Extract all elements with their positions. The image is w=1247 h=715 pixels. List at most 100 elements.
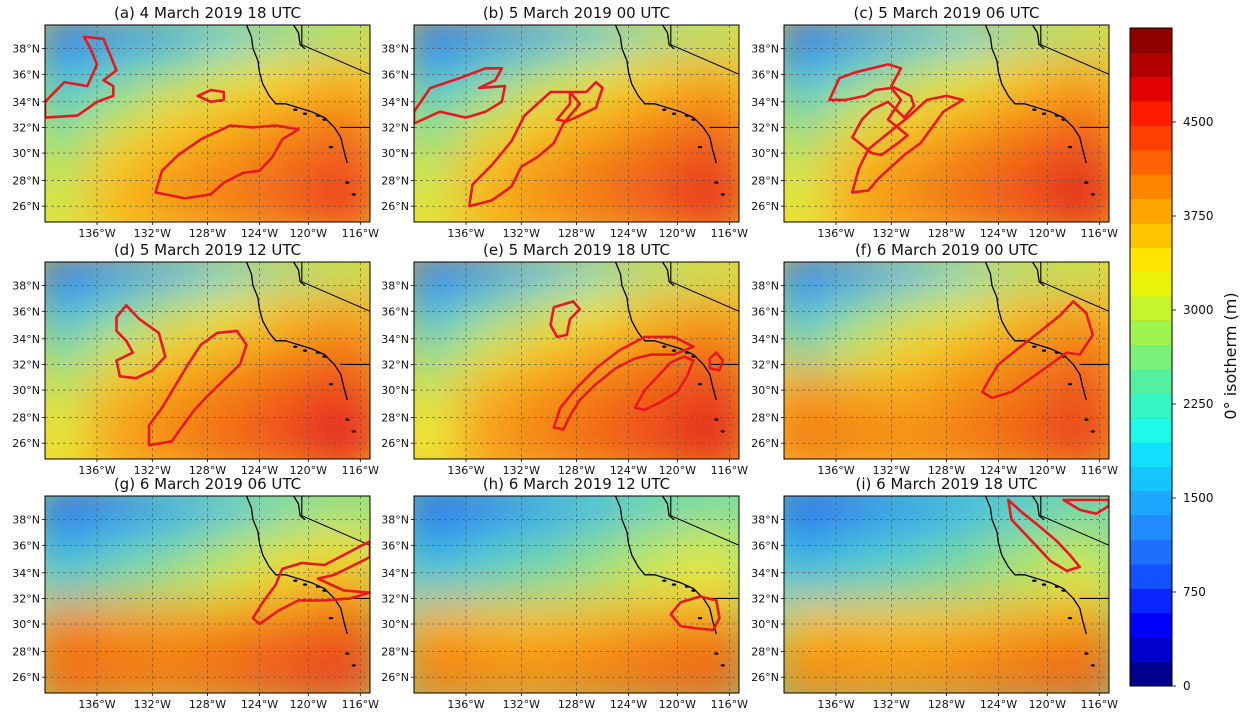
coastline bbox=[662, 25, 675, 50]
lon-tick-label: 132°W bbox=[503, 698, 540, 711]
lat-tick-label: 30°N bbox=[751, 384, 779, 397]
lat-tick-label: 34°N bbox=[381, 333, 409, 346]
lat-tick-label: 28°N bbox=[381, 412, 409, 425]
lon-tick-label: 120°W bbox=[290, 464, 327, 477]
lat-tick-label: 34°N bbox=[12, 333, 40, 346]
colorbar-segment bbox=[1130, 539, 1172, 565]
coastline bbox=[662, 496, 675, 521]
island bbox=[720, 430, 725, 433]
lon-tick-label: 128°W bbox=[558, 698, 595, 711]
lon-tick-label: 120°W bbox=[659, 698, 696, 711]
lat-tick-label: 32°N bbox=[381, 358, 409, 371]
lon-tick-label: 128°W bbox=[189, 227, 226, 240]
lat-tick-label: 28°N bbox=[751, 646, 779, 659]
lat-tick-label: 28°N bbox=[12, 412, 40, 425]
island bbox=[328, 616, 334, 620]
map-panels: (a) 4 March 2019 18 UTC 38°N 36°N 34°N 32°N 3… bbox=[12, 4, 1118, 711]
island bbox=[697, 145, 703, 149]
lon-tick-label: 120°W bbox=[290, 227, 327, 240]
island bbox=[1054, 351, 1060, 354]
lon-tick-label: 124°W bbox=[610, 698, 647, 711]
lon-tick-label: 116°W bbox=[342, 698, 379, 711]
island bbox=[302, 349, 308, 352]
isotherm-contour bbox=[154, 124, 300, 200]
isotherm-contour bbox=[555, 80, 604, 123]
lon-tick-label: 132°W bbox=[873, 227, 910, 240]
lat-tick-label: 26°N bbox=[12, 671, 40, 684]
colorbar-segment bbox=[1130, 28, 1172, 53]
lat-tick-label: 38°N bbox=[12, 514, 40, 527]
lat-tick-label: 28°N bbox=[12, 646, 40, 659]
colorbar-segment bbox=[1130, 466, 1172, 492]
island bbox=[1090, 664, 1096, 667]
lat-tick-label: 32°N bbox=[751, 592, 779, 605]
lat-tick-label: 36°N bbox=[381, 68, 409, 81]
lon-tick-label: 136°W bbox=[447, 698, 484, 711]
lat-tick-label: 34°N bbox=[751, 333, 779, 346]
map-field bbox=[414, 496, 739, 693]
lat-tick-label: 38°N bbox=[381, 280, 409, 293]
coastline bbox=[984, 262, 1087, 401]
island bbox=[351, 664, 356, 667]
lon-tick-label: 120°W bbox=[1029, 227, 1066, 240]
map-field bbox=[414, 262, 739, 459]
colorbar-title: 0° isotherm (m) bbox=[1221, 292, 1240, 419]
lat-tick-label: 38°N bbox=[381, 43, 409, 56]
island bbox=[684, 351, 690, 354]
island bbox=[1032, 108, 1037, 111]
lat-tick-label: 30°N bbox=[12, 618, 40, 631]
isotherm-contour bbox=[980, 300, 1095, 400]
island bbox=[1041, 112, 1047, 115]
lat-tick-label: 30°N bbox=[381, 384, 409, 397]
colorbar-segment bbox=[1130, 637, 1172, 663]
map-panel: (e) 5 March 2019 18 UTC38°N36°N34°N32°N3… bbox=[381, 241, 748, 477]
gridlines bbox=[784, 496, 1109, 693]
colorbar-segment bbox=[1130, 174, 1172, 199]
island bbox=[1067, 382, 1073, 386]
island bbox=[315, 585, 321, 588]
lon-tick-label: 120°W bbox=[1029, 464, 1066, 477]
island bbox=[684, 585, 690, 588]
lat-tick-label: 32°N bbox=[12, 358, 40, 371]
coastline bbox=[1032, 25, 1045, 50]
lon-tick-label: 128°W bbox=[928, 227, 965, 240]
colorbar-segment bbox=[1130, 442, 1172, 468]
colorbar-segment bbox=[1130, 491, 1172, 516]
island bbox=[302, 583, 308, 586]
lat-tick-label: 34°N bbox=[381, 567, 409, 580]
lat-tick-label: 30°N bbox=[12, 384, 40, 397]
island bbox=[697, 616, 703, 620]
lon-tick-label: 136°W bbox=[817, 227, 854, 240]
lon-tick-label: 136°W bbox=[817, 464, 854, 477]
island bbox=[1084, 652, 1089, 655]
lat-tick-label: 32°N bbox=[12, 592, 40, 605]
lat-tick-label: 34°N bbox=[381, 96, 409, 109]
panel-title: (a) 4 March 2019 18 UTC bbox=[114, 4, 301, 22]
colorbar-segment bbox=[1130, 125, 1172, 151]
isotherm-contour bbox=[196, 88, 226, 104]
map-field bbox=[784, 496, 1109, 693]
colorbar-segment bbox=[1130, 52, 1172, 78]
lat-tick-label: 38°N bbox=[751, 514, 779, 527]
lon-tick-label: 132°W bbox=[503, 464, 540, 477]
lat-tick-label: 36°N bbox=[751, 539, 779, 552]
lon-tick-label: 136°W bbox=[817, 698, 854, 711]
island bbox=[328, 145, 334, 149]
lon-tick-label: 124°W bbox=[980, 464, 1017, 477]
gridlines bbox=[784, 262, 1109, 459]
lon-tick-label: 116°W bbox=[1081, 464, 1118, 477]
island bbox=[293, 108, 298, 111]
colorbar-segment bbox=[1130, 198, 1172, 224]
lat-tick-label: 32°N bbox=[751, 358, 779, 371]
lon-tick-label: 132°W bbox=[134, 698, 171, 711]
lat-tick-label: 32°N bbox=[12, 121, 40, 134]
map-field bbox=[45, 262, 370, 459]
island bbox=[714, 418, 719, 421]
island bbox=[671, 583, 677, 586]
island bbox=[714, 181, 719, 184]
lon-tick-label: 116°W bbox=[342, 227, 379, 240]
isotherm-contour bbox=[708, 351, 725, 372]
colorbar-segment bbox=[1130, 515, 1172, 541]
colorbar-segment bbox=[1130, 76, 1172, 102]
